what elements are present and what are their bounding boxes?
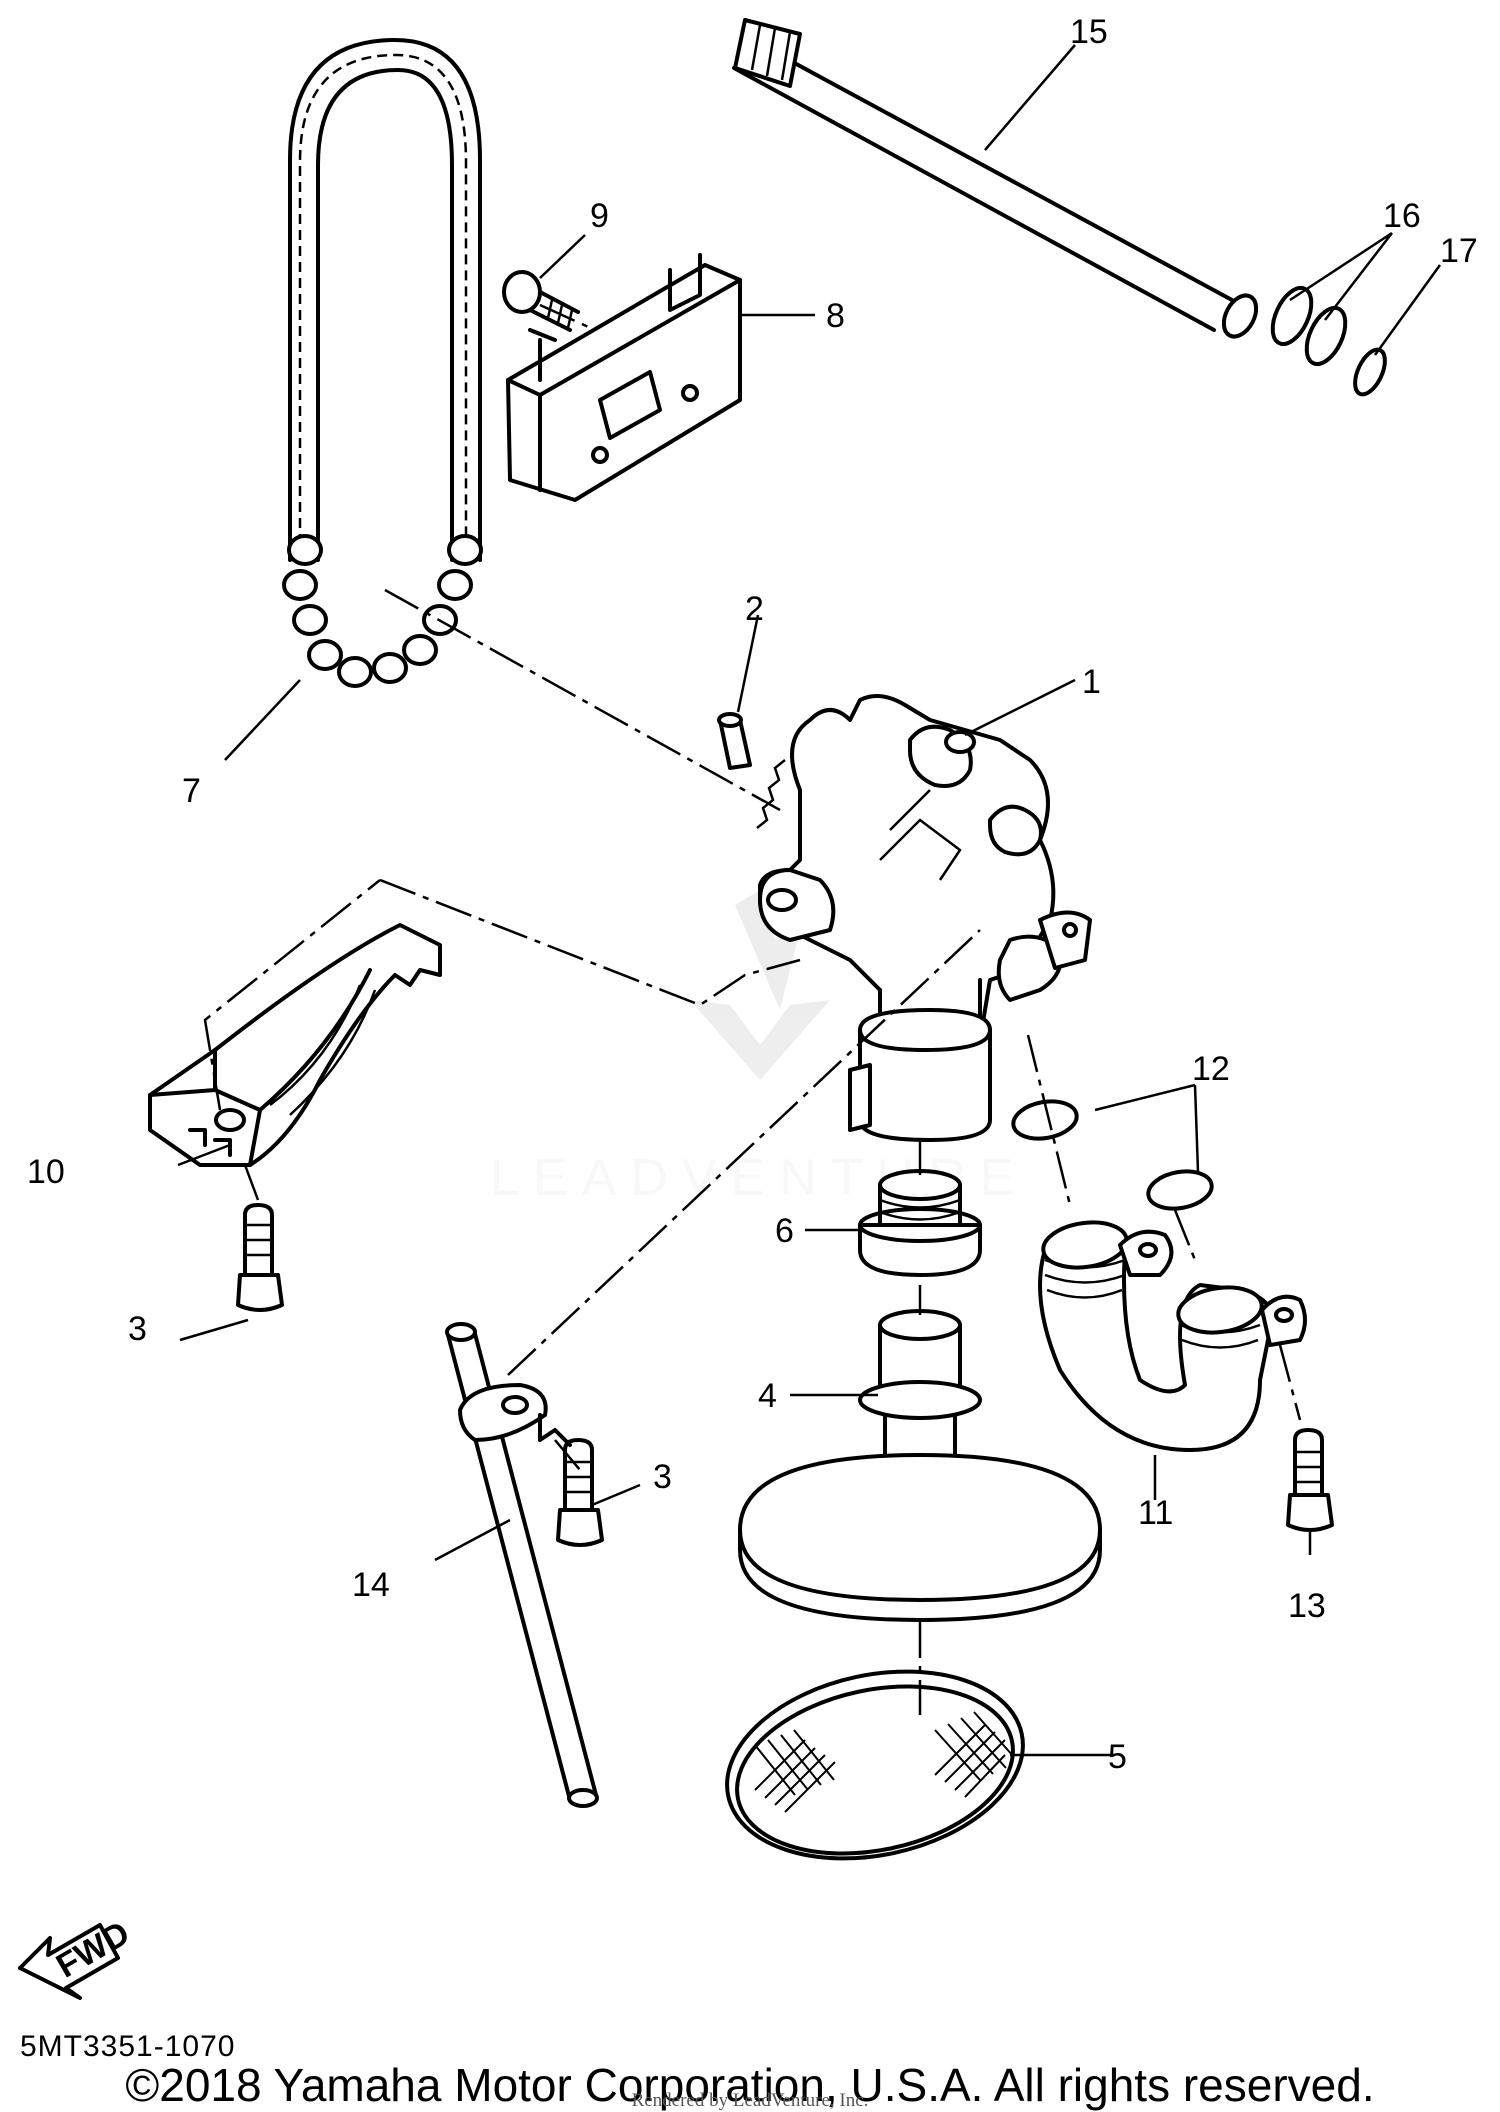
callout-15: 15 <box>1070 13 1108 51</box>
oil-pump-assembly <box>756 694 1092 1142</box>
cover-bolt-left <box>236 1203 284 1312</box>
strainer-collar <box>858 1169 982 1277</box>
fwd-label: FWD <box>50 1914 136 1986</box>
figure-code: 5MT3351-1070 <box>20 2030 236 2063</box>
assembly-lines <box>203 303 1302 1715</box>
forward-arrow: FWD <box>18 1914 136 2000</box>
callout-8: 8 <box>826 297 845 335</box>
oil-strainer <box>738 1309 1102 1622</box>
callout-labels: 1 2 3 3 4 5 6 7 8 9 10 11 12 13 14 15 16… <box>27 13 1478 1776</box>
callout-2: 2 <box>745 590 764 628</box>
callout-17: 17 <box>1440 232 1478 270</box>
copyright-notice: ©2018 Yamaha Motor Corporation, U.S.A. A… <box>125 2059 1375 2111</box>
callout-13: 13 <box>1288 1587 1326 1625</box>
pipe-bolt-right <box>1286 1428 1334 1532</box>
chain-guide-bracket <box>506 253 742 502</box>
chain-links <box>282 534 483 688</box>
callout-16: 16 <box>1383 197 1421 235</box>
pump-cover-bracket <box>148 923 442 1167</box>
callout-leaders <box>177 44 1442 1757</box>
callout-7: 7 <box>182 772 201 810</box>
oil-delivery-pipe <box>732 18 1259 339</box>
callout-11: 11 <box>1138 1494 1173 1532</box>
callout-9: 9 <box>590 197 609 235</box>
callout-14: 14 <box>352 1566 390 1604</box>
bracket-bolt <box>502 270 580 332</box>
cover-bolt-center <box>556 1438 604 1547</box>
dowel-pin <box>717 712 752 770</box>
oil-return-pipe <box>445 1322 599 1808</box>
strainer-screen <box>725 1669 1025 1861</box>
callout-10: 10 <box>27 1153 65 1191</box>
oil-pump-drive-chain <box>282 38 483 688</box>
callout-12: 12 <box>1192 1050 1230 1088</box>
callout-6: 6 <box>775 1212 794 1250</box>
callout-4: 4 <box>758 1377 777 1415</box>
rendered-by-notice: Rendered by LeadVenture, Inc. <box>631 2090 869 2111</box>
o-ring-set <box>1270 285 1387 397</box>
callout-3-center: 3 <box>653 1458 672 1496</box>
callout-5: 5 <box>1108 1738 1127 1776</box>
oil-pipe <box>1038 1220 1307 1452</box>
callout-1: 1 <box>1082 663 1101 701</box>
callout-3-left: 3 <box>128 1310 147 1348</box>
pipe-gaskets <box>1011 1099 1214 1211</box>
